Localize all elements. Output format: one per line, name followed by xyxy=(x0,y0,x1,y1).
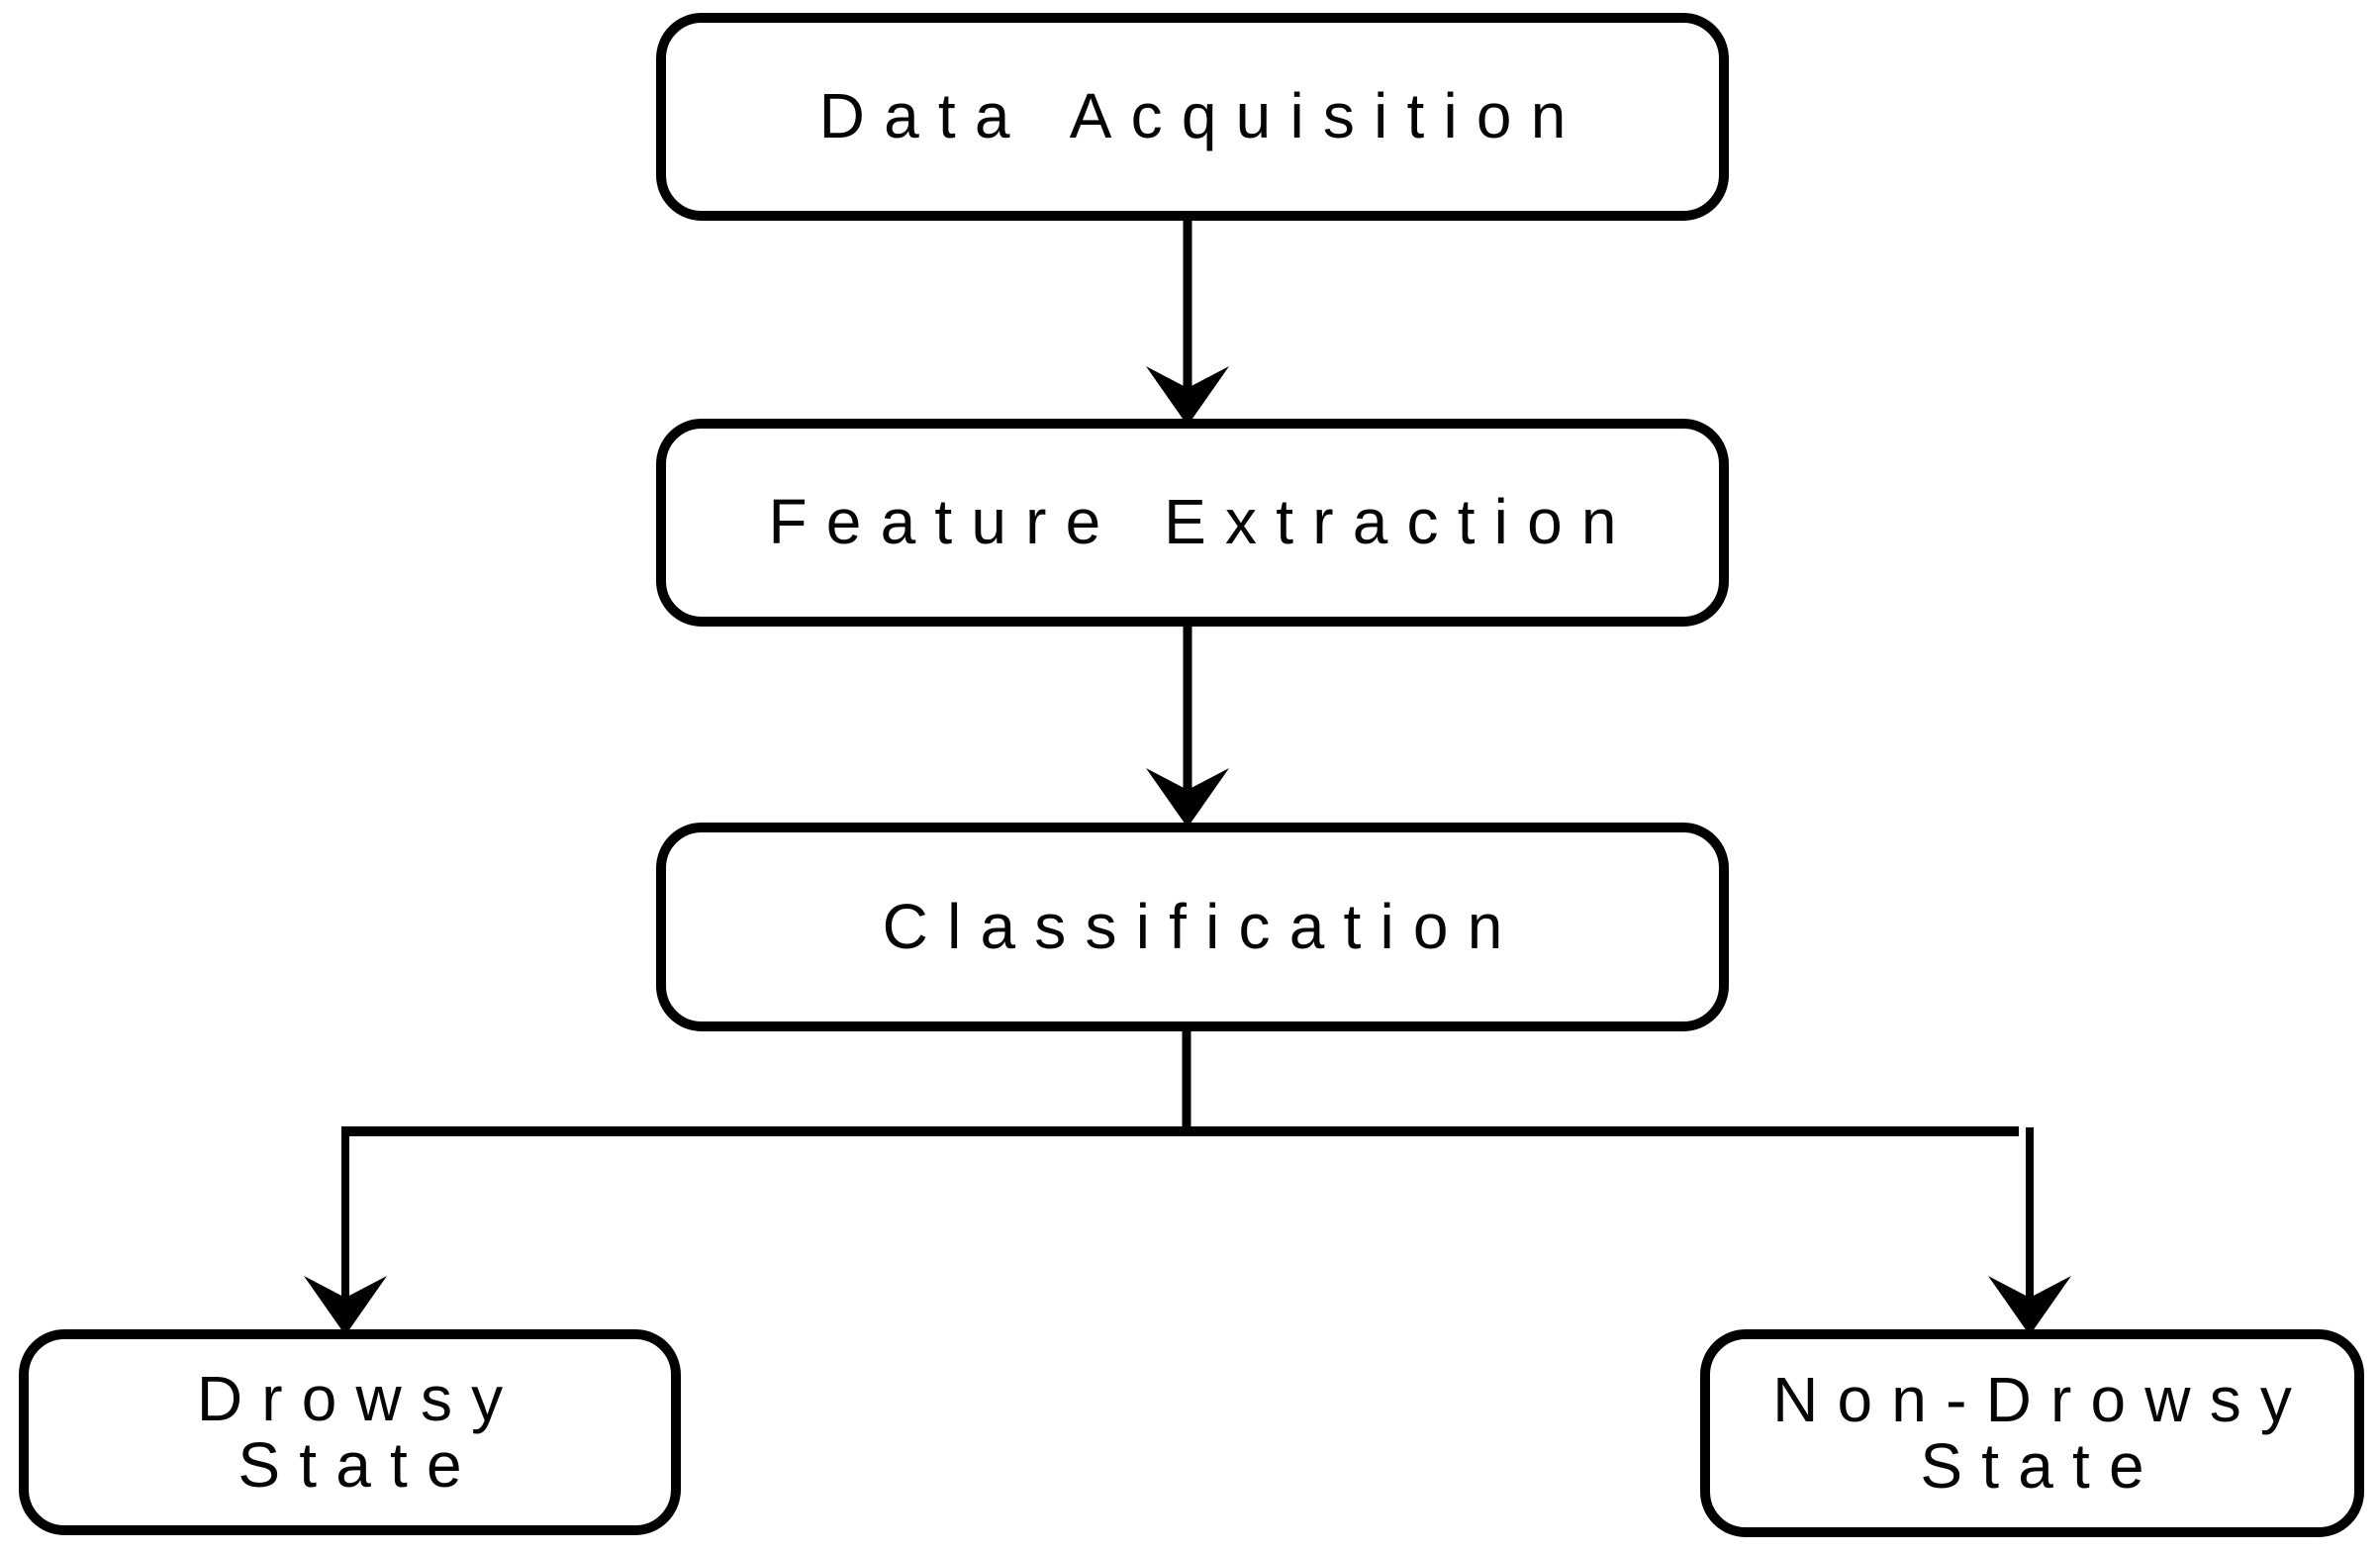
arrowhead-down-icon xyxy=(1988,1276,2071,1335)
node-non-drowsy-state: Non-Drowsy State xyxy=(1700,1329,2364,1537)
node-label-non-drowsy-line2: State xyxy=(1920,1430,2163,1502)
node-label-drowsy-line2: State xyxy=(238,1429,481,1501)
node-feature-extraction: Feature Extraction xyxy=(656,419,1729,627)
arrowhead-down-icon xyxy=(1146,768,1229,827)
node-label-non-drowsy-line1: Non-Drowsy xyxy=(1772,1363,2312,1435)
node-label-classification: Classification xyxy=(882,890,1522,962)
arrowhead-down-icon xyxy=(1146,366,1229,426)
arrowhead-down-icon xyxy=(304,1276,387,1335)
node-label-feature-extraction: Feature Extraction xyxy=(768,486,1636,558)
node-label-data-acquisition: Data Acquisition xyxy=(818,80,1585,152)
node-drowsy-state: Drowsy State xyxy=(19,1329,681,1535)
node-data-acquisition: Data Acquisition xyxy=(656,13,1729,221)
node-classification: Classification xyxy=(656,823,1729,1031)
node-label-drowsy-line1: Drowsy xyxy=(196,1362,523,1434)
